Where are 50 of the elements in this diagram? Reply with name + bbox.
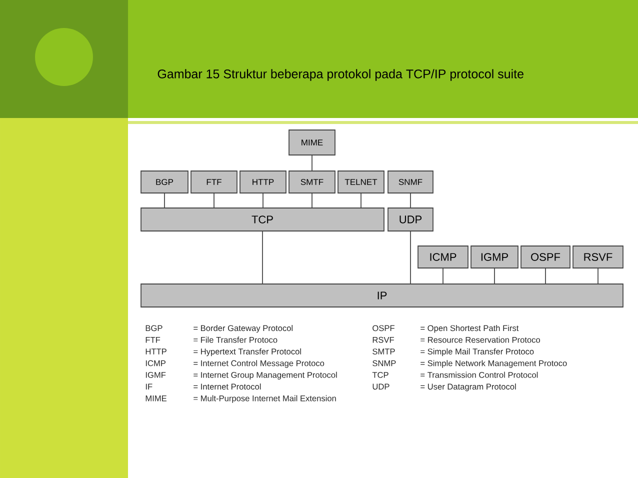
definition-text: = Border Gateway Protocol xyxy=(194,324,292,333)
connector-line xyxy=(494,268,495,284)
connector-line xyxy=(262,192,264,208)
definition-text: = Internet Protocol xyxy=(194,383,261,390)
protocol-box: BGP xyxy=(140,170,188,194)
definition-text: = User Datagram Protocol xyxy=(420,383,516,392)
protocol-box: SNMF xyxy=(388,170,434,194)
abbreviation: SNMP xyxy=(372,360,396,366)
protocol-box: RSVF xyxy=(572,246,624,268)
protocol-box: HTTP xyxy=(240,170,286,194)
protocol-box: IGMP xyxy=(470,246,518,268)
definition-text: = Transmission Control Protocol xyxy=(420,372,538,378)
connector-line xyxy=(164,192,165,208)
abbreviation: IGMF xyxy=(146,372,166,378)
abbreviation: FTF xyxy=(146,336,160,343)
abbreviation: UDP xyxy=(372,384,390,390)
abbreviation: IF xyxy=(146,384,152,390)
protocol-box: ICMP xyxy=(418,246,468,268)
abbreviation: HTTP xyxy=(146,348,166,354)
protocol-box: SMTF xyxy=(288,170,336,194)
abbreviation: RSVF xyxy=(372,336,394,343)
definition-text: = Simple Network Management Protoco xyxy=(420,360,567,368)
abbreviation: BGP xyxy=(146,325,162,332)
protocol-box: FTF xyxy=(190,170,238,194)
abbreviation: ICMP xyxy=(146,360,166,366)
connector-line xyxy=(262,230,263,284)
abbreviation: SMTP xyxy=(372,348,395,354)
slide-title: Gambar 15 Struktur beberapa protokol pada TCP/IP protocol suite xyxy=(158,69,524,81)
abbreviation: TCP xyxy=(372,372,388,378)
protocol-box: UDP xyxy=(388,208,434,232)
connector-line xyxy=(360,192,362,208)
protocol-box: TELNET xyxy=(338,170,384,194)
protocol-box: IP xyxy=(140,284,624,308)
connector-line xyxy=(410,192,411,208)
connector-line xyxy=(442,268,444,284)
definition-text: = Hypertext Transfer Protocol xyxy=(194,348,301,356)
definition-text: = Open Shortest Path First xyxy=(420,324,519,333)
definition-text: = Internet Group Management Protocol xyxy=(194,372,337,380)
definition-text: = Internet Control Message Protoco xyxy=(194,360,324,368)
protocol-box: MIME xyxy=(288,130,336,156)
protocol-box: OSPF xyxy=(520,246,570,268)
connector-line xyxy=(410,230,411,284)
definition-text: = Mult-Purpose Internet Mail Extension xyxy=(194,395,336,403)
abbreviation: MIME xyxy=(146,395,167,402)
definition-text: = File Transfer Protoco xyxy=(194,336,278,343)
definition-text: = Resource Reservation Protoco xyxy=(420,336,540,343)
abbreviation: OSPF xyxy=(372,325,394,332)
definition-text: = Simple Mail Transfer Protoco xyxy=(420,348,534,356)
protocol-box: TCP xyxy=(140,208,384,232)
connector-line xyxy=(545,268,546,284)
